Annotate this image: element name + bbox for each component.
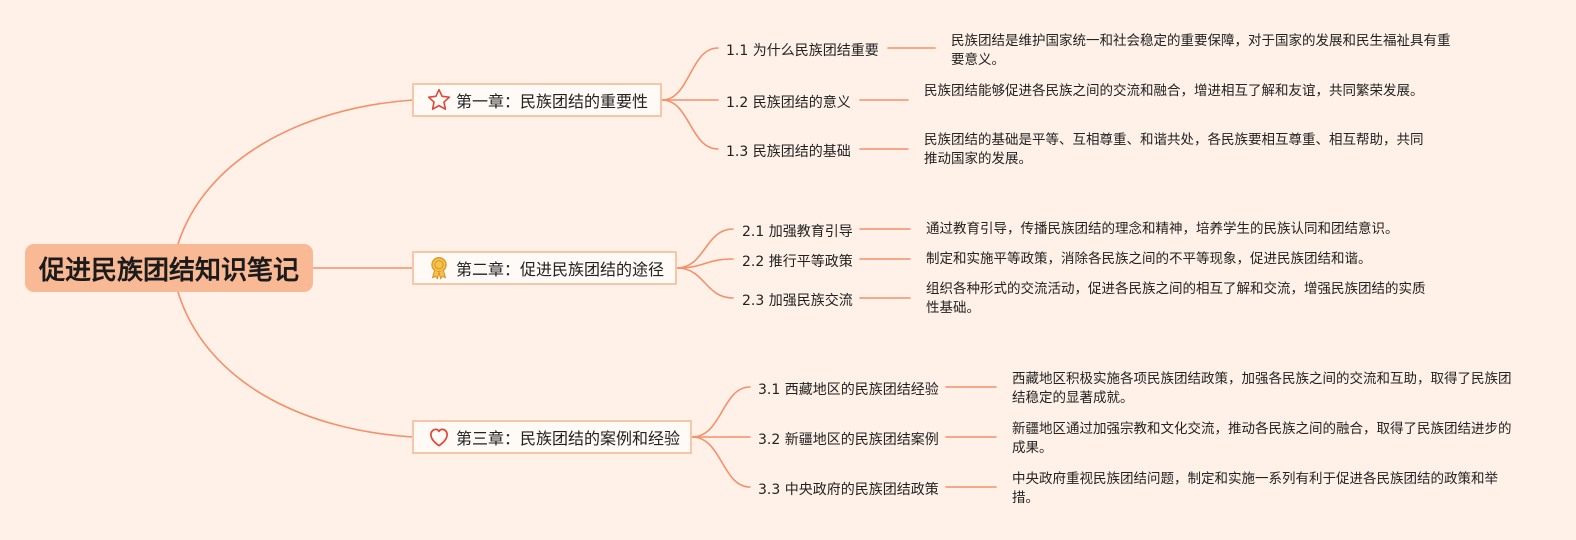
connector-ch3-3 — [691, 436, 751, 488]
chapter-2-node[interactable]: 第二章：促进民族团结的途径 — [412, 251, 677, 285]
description-3-3: 中央政府重视民族团结问题，制定和实施一系列有利于促进各民族团结的政策和举措。 — [1012, 471, 1498, 506]
subtopic-1-2[interactable]: 1.2 民族团结的意义 — [726, 95, 851, 111]
root-topic[interactable]: 促进民族团结知识笔记 — [25, 244, 313, 292]
description-3-2: 新疆地区通过加强宗教和文化交流，推动各民族之间的融合，取得了民族团结进步的成果。 — [1012, 421, 1512, 456]
description-2-1: 通过教育引导，传播民族团结的理念和精神，培养学生的民族认同和团结意识。 — [926, 221, 1399, 237]
connector-ch1-3 — [661, 99, 719, 150]
connector-ch3-1 — [691, 386, 751, 438]
connector-root-ch1 — [177, 99, 414, 245]
subtopic-3-1[interactable]: 3.1 西藏地区的民族团结经验 — [758, 382, 939, 398]
connector-ch2-2 — [676, 258, 734, 269]
medal-icon — [426, 255, 452, 281]
connector-ch2-1 — [676, 228, 734, 269]
subtopic-2-2[interactable]: 2.2 推行平等政策 — [742, 254, 853, 270]
chapter-3-node[interactable]: 第三章：民族团结的案例和经验 — [412, 420, 692, 454]
subtopic-2-1[interactable]: 2.1 加强教育引导 — [742, 224, 853, 240]
subtopic-3-3[interactable]: 3.3 中央政府的民族团结政策 — [758, 482, 939, 498]
connector-ch2-3 — [676, 267, 734, 299]
description-2-2: 制定和实施平等政策，消除各民族之间的不平等现象，促进民族团结和谐。 — [926, 251, 1372, 267]
description-1-2: 民族团结能够促进各民族之间的交流和融合，增进相互了解和友谊，共同繁荣发展。 — [924, 83, 1424, 99]
chapter-1-label: 第一章：民族团结的重要性 — [456, 92, 649, 111]
description-3-1: 西藏地区积极实施各项民族团结政策，加强各民族之间的交流和互助，取得了民族团结稳定… — [1012, 371, 1512, 406]
connector-ch1-1 — [661, 47, 719, 101]
description-1-1: 民族团结是维护国家统一和社会稳定的重要保障，对于国家的发展和民生福祉具有重要意义… — [951, 33, 1451, 68]
connector-root-ch3 — [177, 291, 414, 438]
chapter-1-node[interactable]: 第一章：民族团结的重要性 — [412, 83, 662, 117]
description-1-3: 民族团结的基础是平等、互相尊重、和谐共处，各民族要相互尊重、相互帮助，共同推动国… — [924, 132, 1424, 167]
chapter-2-label: 第二章：促进民族团结的途径 — [456, 260, 665, 279]
subtopic-1-3[interactable]: 1.3 民族团结的基础 — [726, 144, 851, 160]
subtopic-1-1[interactable]: 1.1 为什么民族团结重要 — [726, 43, 879, 59]
subtopic-2-3[interactable]: 2.3 加强民族交流 — [742, 293, 853, 309]
star-icon — [426, 87, 452, 113]
subtopic-3-2[interactable]: 3.2 新疆地区的民族团结案例 — [758, 432, 939, 448]
chapter-3-label: 第三章：民族团结的案例和经验 — [456, 429, 681, 448]
description-2-3: 组织各种形式的交流活动，促进各民族之间的相互了解和交流，增强民族团结的实质性基础… — [926, 281, 1426, 316]
heart-icon — [426, 424, 452, 450]
